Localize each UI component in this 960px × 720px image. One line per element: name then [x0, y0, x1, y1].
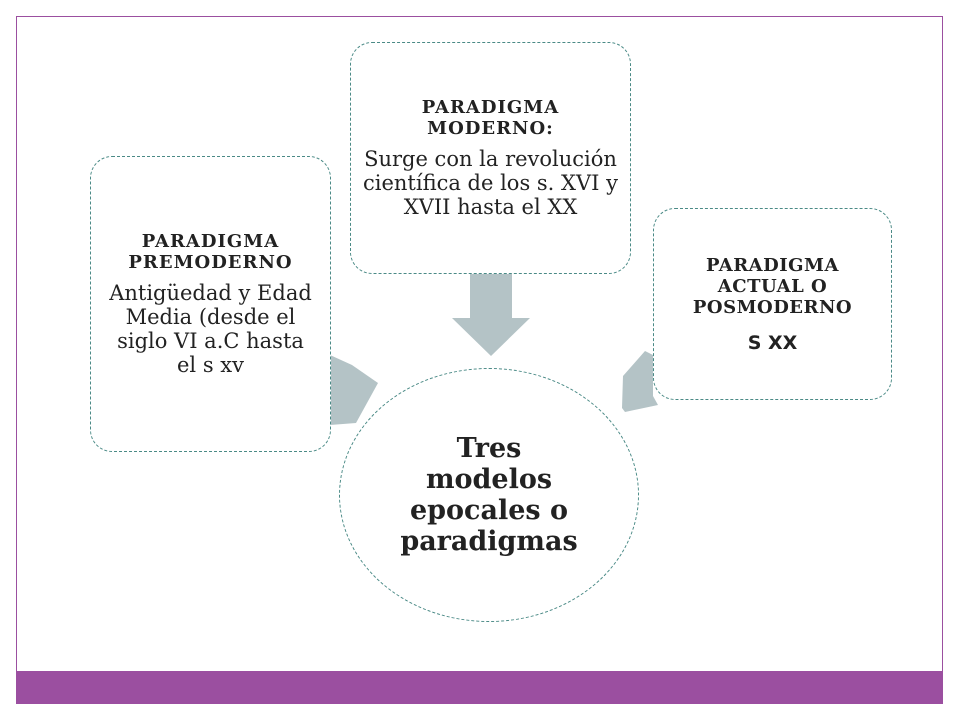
box-premoderno-title: PARADIGMA PREMODERNO [128, 231, 293, 273]
arrow-top [452, 272, 530, 356]
center-label: Tres modelos epocales o paradigmas [400, 433, 578, 557]
center-ellipse: Tres modelos epocales o paradigmas [339, 368, 639, 622]
box-premoderno-text: Antigüedad y Edad Media (desde el siglo … [109, 281, 312, 377]
bottom-accent-bar [16, 671, 943, 704]
box-posmoderno-title: PARADIGMA ACTUAL O POSMODERNO [692, 254, 853, 318]
box-posmoderno-subtitle: S XX [747, 331, 798, 354]
box-moderno-title: PARADIGMA MODERNO: [421, 97, 560, 139]
box-posmoderno: PARADIGMA ACTUAL O POSMODERNO S XX [653, 208, 892, 400]
box-premoderno: PARADIGMA PREMODERNO Antigüedad y Edad M… [90, 156, 331, 452]
box-moderno-text: Surge con la revolución científica de lo… [363, 147, 618, 219]
arrow-left [330, 355, 378, 425]
arrow-right [622, 351, 658, 412]
box-moderno: PARADIGMA MODERNO: Surge con la revoluci… [350, 42, 631, 274]
